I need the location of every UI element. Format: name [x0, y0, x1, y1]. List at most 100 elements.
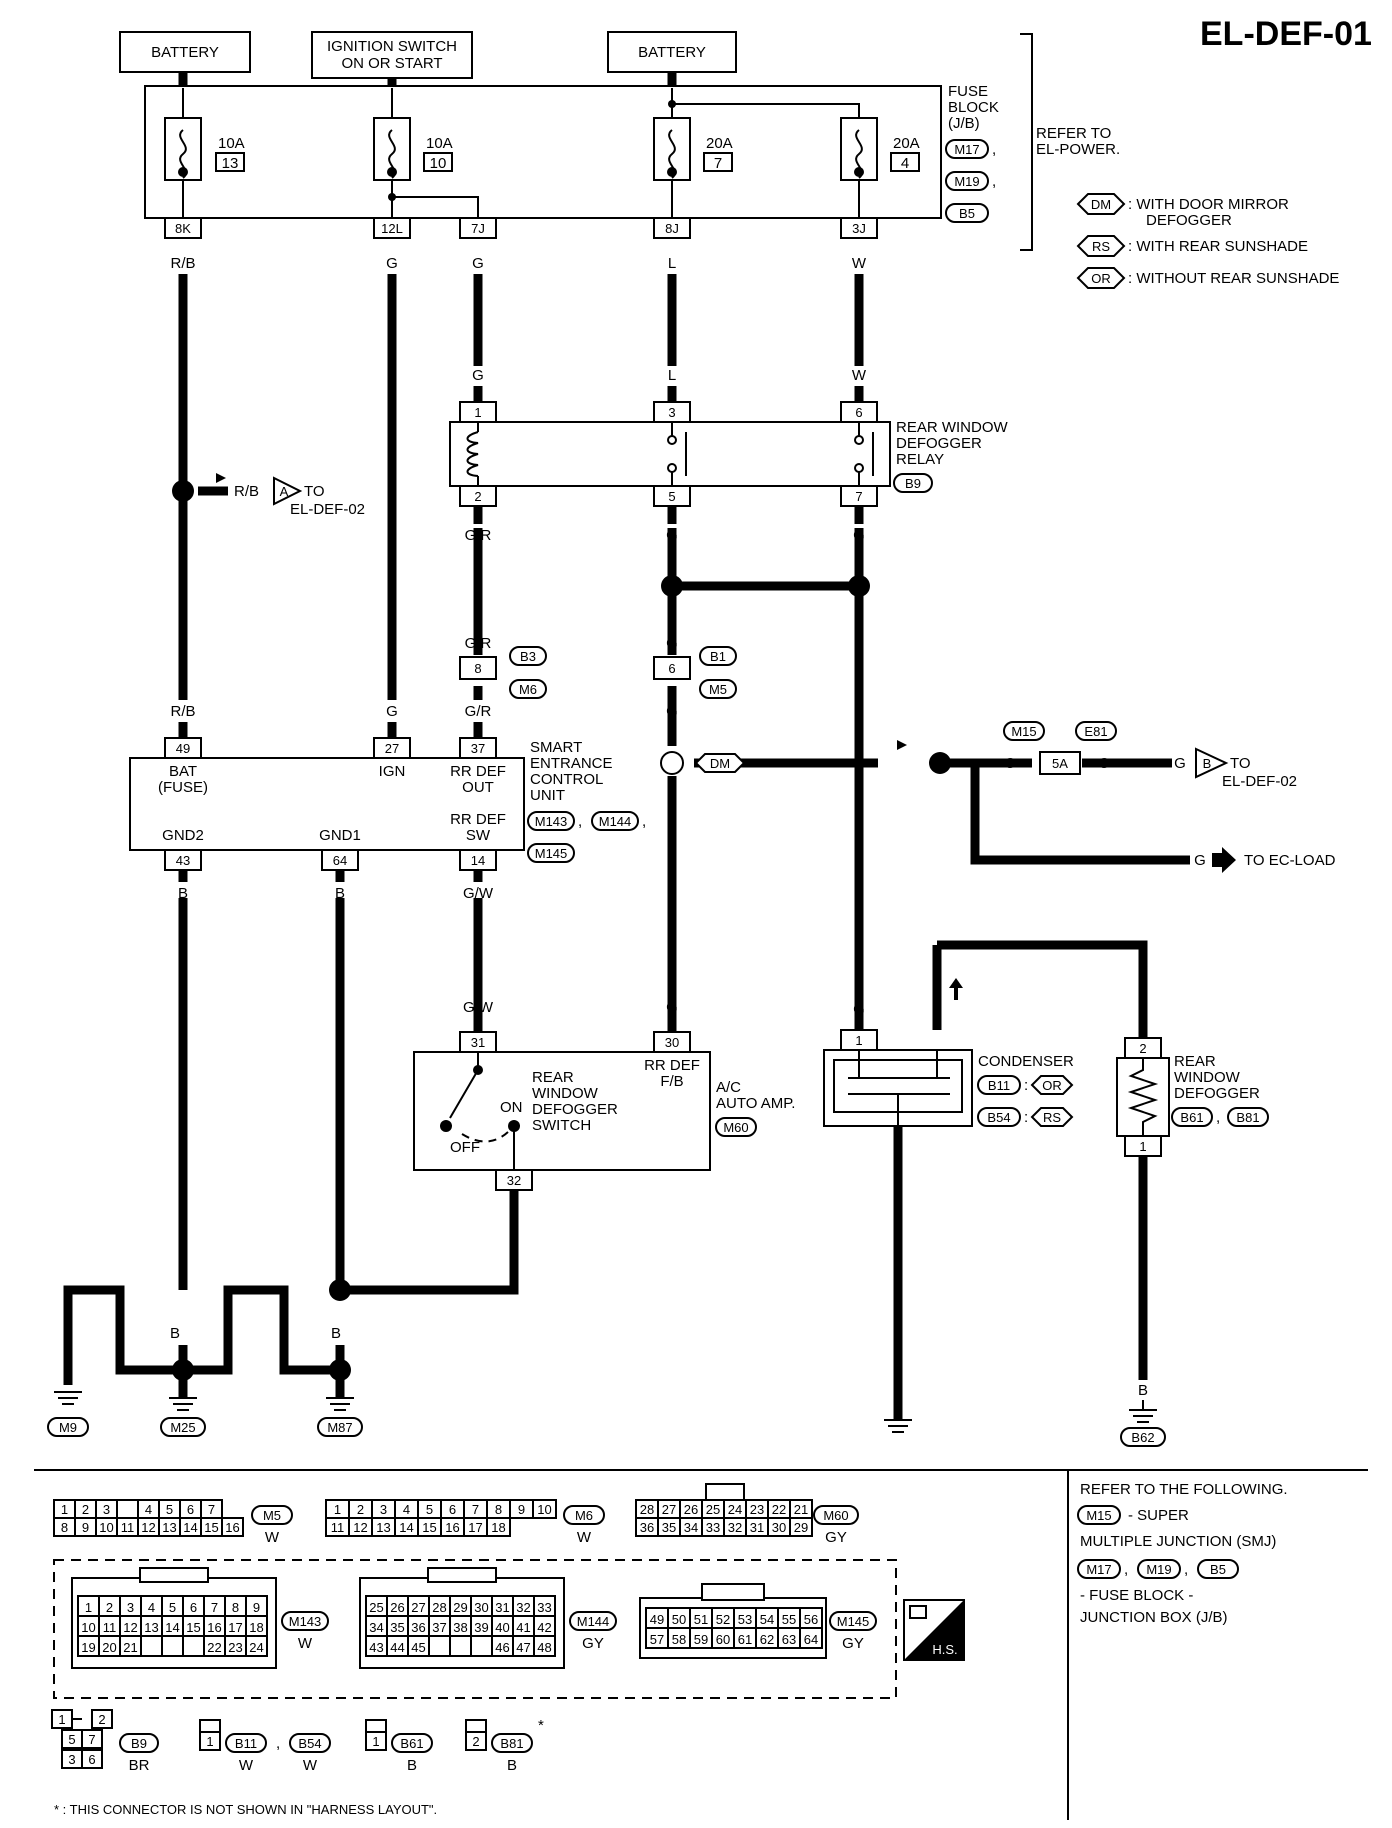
svg-text:G: G — [853, 1001, 865, 1018]
connector-pin-label: 26 — [390, 1600, 404, 1615]
svg-text:IGN: IGN — [379, 763, 406, 780]
connector-pin-label: 64 — [804, 1632, 818, 1647]
svg-text:M60: M60 — [723, 1120, 748, 1135]
svg-text:7J: 7J — [471, 221, 485, 236]
svg-text:M87: M87 — [327, 1420, 352, 1435]
connector-pin-label: 50 — [672, 1612, 686, 1627]
connector-pin-label: 20 — [102, 1640, 116, 1655]
svg-text:SWITCH: SWITCH — [532, 1117, 591, 1134]
svg-text:E81: E81 — [1084, 724, 1107, 739]
svg-text:- SUPER: - SUPER — [1128, 1507, 1189, 1524]
connector-pin-cell — [140, 1635, 163, 1657]
connector-pin-label: 48 — [537, 1640, 551, 1655]
svg-text:B54: B54 — [298, 1736, 321, 1751]
svg-text:G/W: G/W — [463, 885, 494, 902]
battery-source-1: BATTERY — [119, 31, 251, 73]
connector-pin-label: 35 — [662, 1520, 676, 1535]
connector-pin-label: 8 — [61, 1520, 68, 1535]
rear-window-defogger: 2 1 B REAR WINDOW DEFOGGER B61 , B81 B B… — [1116, 1037, 1269, 1447]
connector-pin-label: 45 — [411, 1640, 425, 1655]
connector-pin-cell — [161, 1635, 184, 1657]
connector-pin-label: 6 — [187, 1502, 194, 1517]
svg-text:13: 13 — [222, 155, 239, 172]
connector-pin-label: 29 — [453, 1600, 467, 1615]
svg-text:H.S.: H.S. — [932, 1642, 957, 1657]
connector-pin-label: 4 — [403, 1502, 410, 1517]
connector-pin-label: 57 — [650, 1632, 664, 1647]
svg-text:: WITH REAR SUNSHADE: : WITH REAR SUNSHADE — [1128, 238, 1308, 255]
svg-text:(FUSE): (FUSE) — [158, 779, 208, 796]
svg-text:W: W — [265, 1529, 280, 1546]
svg-text:,: , — [642, 813, 646, 830]
svg-text:M144: M144 — [599, 814, 632, 829]
svg-text:B: B — [279, 1325, 289, 1342]
branch-a-to-el-def-02: R/B A TO EL-DEF-02 — [204, 473, 365, 518]
connector-pin-cell — [428, 1635, 451, 1657]
svg-text:RR DEF: RR DEF — [450, 811, 506, 828]
connector-pin-label: 7 — [208, 1502, 215, 1517]
connector-pin-label: 17 — [228, 1620, 242, 1635]
connector-pin-label: 36 — [640, 1520, 654, 1535]
connector-pin-cell — [221, 1517, 244, 1537]
svg-text:W: W — [298, 1635, 313, 1652]
svg-text:CONTROL: CONTROL — [530, 771, 603, 788]
connector-8: G/R 8 B3 M6 G/R — [459, 635, 547, 720]
svg-text:B: B — [331, 1325, 341, 1342]
connector-pin-label: 32 — [728, 1520, 742, 1535]
svg-text:MULTIPLE JUNCTION (SMJ): MULTIPLE JUNCTION (SMJ) — [1080, 1533, 1276, 1550]
svg-text:G: G — [1098, 755, 1110, 772]
svg-text:W: W — [852, 367, 867, 384]
svg-text:5A: 5A — [1052, 756, 1068, 771]
connector-pin-label: 61 — [738, 1632, 752, 1647]
svg-text::: : — [1024, 1109, 1028, 1126]
svg-text:37: 37 — [471, 741, 485, 756]
connector-pin-label: 24 — [728, 1502, 742, 1517]
connector-pin-label: 2 — [106, 1600, 113, 1615]
svg-text:B3: B3 — [520, 649, 536, 664]
svg-text:DM: DM — [1091, 197, 1111, 212]
svg-text:,: , — [992, 173, 996, 190]
svg-text:1: 1 — [1139, 1139, 1146, 1154]
connector-pin-label: 12 — [353, 1520, 367, 1535]
connector-pin-label: 31 — [750, 1520, 764, 1535]
svg-text:3: 3 — [668, 405, 675, 420]
svg-text:M143: M143 — [289, 1614, 322, 1629]
connector-pin-label: 8 — [495, 1502, 502, 1517]
smart-entrance-control-unit: R/B G 49 27 37 BAT (FUSE) IGN RR DEF OUT… — [129, 703, 525, 902]
svg-text:M19: M19 — [954, 174, 979, 189]
connector-pin-label: 1 — [334, 1502, 341, 1517]
connector-view-b11: 1 B11 W , B54 W — [199, 1719, 331, 1774]
svg-text:EL-DEF-02: EL-DEF-02 — [1222, 773, 1297, 790]
svg-text:*: * — [538, 1717, 544, 1734]
connector-pin-cell — [449, 1635, 472, 1657]
svg-text:27: 27 — [385, 741, 399, 756]
connector-pin-label: 55 — [782, 1612, 796, 1627]
svg-text:32: 32 — [507, 1173, 521, 1188]
svg-text:IGNITION SWITCH: IGNITION SWITCH — [327, 38, 457, 55]
svg-text:8J: 8J — [665, 221, 679, 236]
svg-text::: : — [1024, 1077, 1028, 1094]
svg-text:DEFOGGER: DEFOGGER — [896, 435, 982, 452]
connector-pin-label: 21 — [794, 1502, 808, 1517]
svg-text:B: B — [115, 1325, 125, 1342]
connector-pin-label: 8 — [232, 1600, 239, 1615]
svg-text:8: 8 — [474, 661, 481, 676]
svg-text:2: 2 — [472, 1734, 479, 1749]
svg-text:B: B — [509, 1205, 519, 1222]
svg-text:7: 7 — [88, 1732, 95, 1747]
connector-pin-label: 13 — [162, 1520, 176, 1535]
refer-el-power-2: EL-POWER. — [1036, 141, 1120, 158]
svg-text:R/B: R/B — [170, 703, 195, 720]
connector-pin-label: 9 — [253, 1600, 260, 1615]
svg-text:2: 2 — [1139, 1041, 1146, 1056]
connector-pin-label: 11 — [103, 1620, 117, 1635]
connector-pin-label: 18 — [249, 1620, 263, 1635]
svg-text:G: G — [472, 367, 484, 384]
connector-pin-label: 42 — [537, 1620, 551, 1635]
svg-text:10A: 10A — [218, 135, 245, 152]
svg-text:14: 14 — [471, 853, 485, 868]
svg-text:TO: TO — [1230, 755, 1251, 772]
connector-6: G 6 B1 M5 G — [653, 635, 737, 720]
